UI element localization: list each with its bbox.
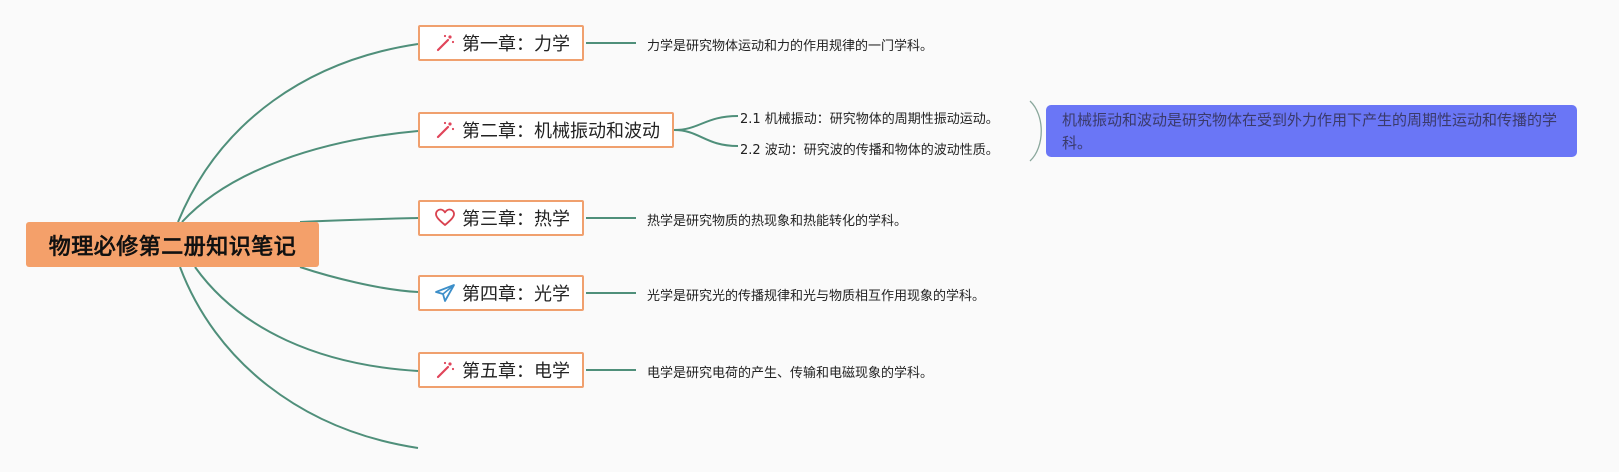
magic-wand-icon <box>434 119 456 141</box>
magic-wand-icon <box>434 32 456 54</box>
topic-label: 第二章：机械振动和波动 <box>462 121 660 142</box>
topic-chapter-2[interactable]: 第二章：机械振动和波动 <box>418 112 674 148</box>
subtopic-2-1[interactable]: 2.1 机械振动：研究物体的周期性振动运动。 <box>740 112 999 127</box>
topic-chapter-1[interactable]: 第一章：力学 <box>418 25 584 61</box>
topic-label: 第四章：光学 <box>462 284 570 305</box>
topic-chapter-5[interactable]: 第五章：电学 <box>418 352 584 388</box>
chapter-4-description[interactable]: 光学是研究光的传播规律和光与物质相互作用现象的学科。 <box>647 289 986 304</box>
topic-chapter-3[interactable]: 第三章：热学 <box>418 200 584 236</box>
topic-chapter-4[interactable]: 第四章：光学 <box>418 275 584 311</box>
topic-label: 第三章：热学 <box>462 209 570 230</box>
topic-label: 第五章：电学 <box>462 361 570 382</box>
root-topic[interactable]: 物理必修第二册知识笔记 <box>26 222 319 267</box>
root-topic-label: 物理必修第二册知识笔记 <box>48 234 297 260</box>
topic-label: 第一章：力学 <box>462 34 570 55</box>
chapter-5-description[interactable]: 电学是研究电荷的产生、传输和电磁现象的学科。 <box>647 366 934 381</box>
heart-icon <box>434 207 456 229</box>
summary-text: 机械振动和波动是研究物体在受到外力作用下产生的周期性运动和传播的学科。 <box>1062 111 1558 152</box>
paper-plane-icon <box>434 282 456 304</box>
summary-bracket <box>1029 100 1042 162</box>
chapter-3-description[interactable]: 热学是研究物质的热现象和热能转化的学科。 <box>647 214 908 229</box>
summary-note[interactable]: 机械振动和波动是研究物体在受到外力作用下产生的周期性运动和传播的学科。 <box>1046 105 1577 157</box>
magic-wand-icon <box>434 359 456 381</box>
chapter-1-description[interactable]: 力学是研究物体运动和力的作用规律的一门学科。 <box>647 39 934 54</box>
subtopic-2-2[interactable]: 2.2 波动：研究波的传播和物体的波动性质。 <box>740 143 999 158</box>
